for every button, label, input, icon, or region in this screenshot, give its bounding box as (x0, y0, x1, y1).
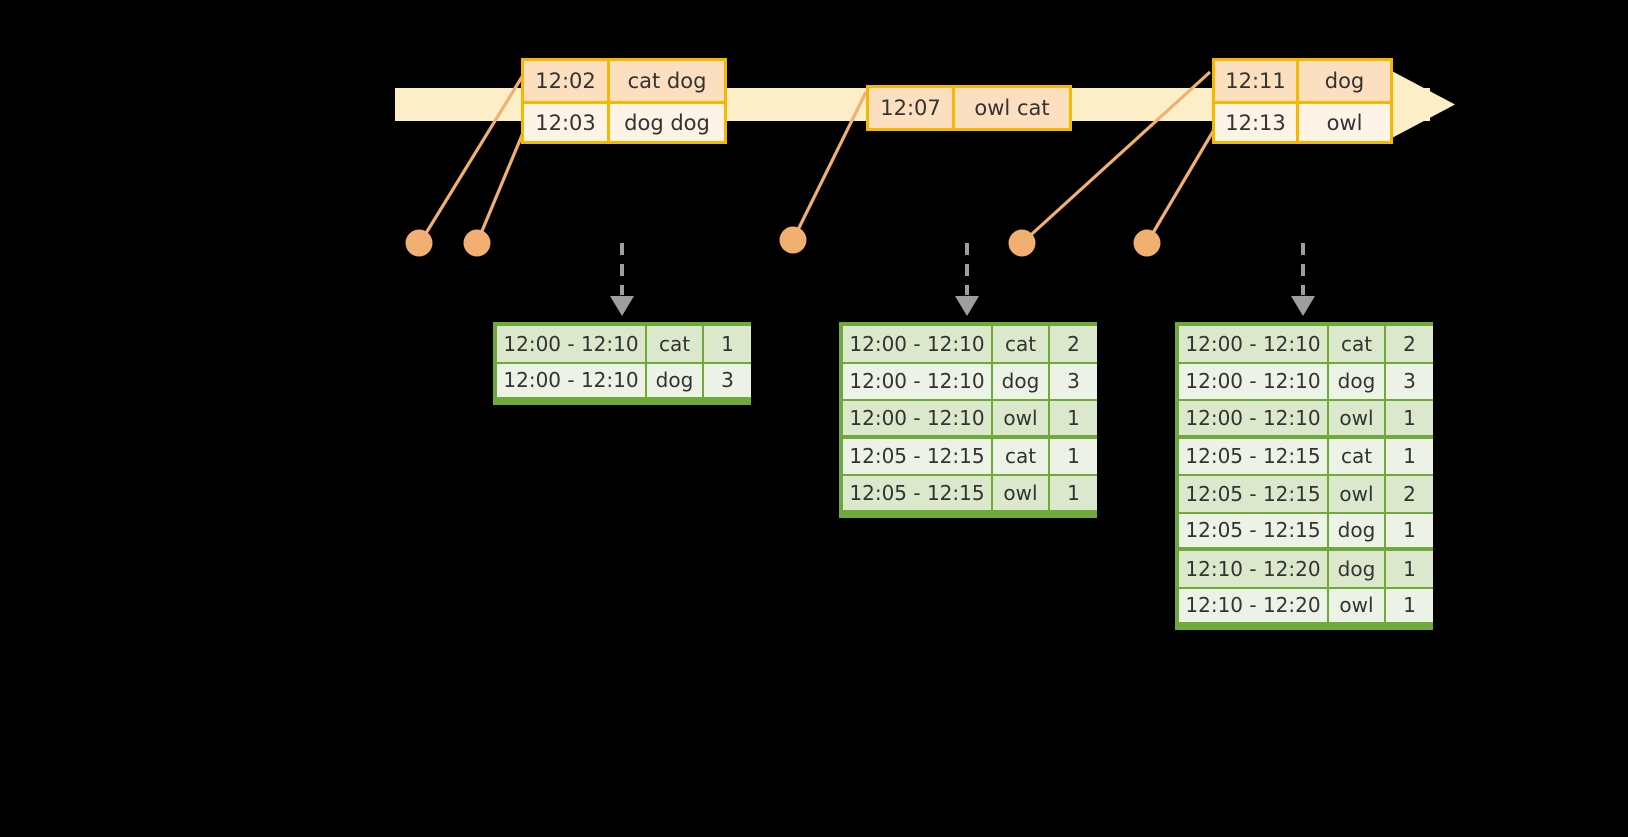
cell-window: 12:00 - 12:10 (497, 363, 647, 401)
event-words: owl (1326, 110, 1363, 135)
cell-word: owl (993, 476, 1050, 514)
cell-count: 3 (1050, 363, 1097, 401)
event-group-1: 12:02 cat dog 12:03 dog dog (521, 58, 727, 144)
event-words: cat dog (627, 69, 707, 93)
cell-window: 12:10 - 12:20 (1179, 551, 1329, 589)
cell-window: 12:05 - 12:15 (843, 438, 993, 476)
cell-count: 1 (1386, 588, 1433, 626)
cell-word: owl (1329, 401, 1386, 439)
cell-word: owl (1329, 476, 1386, 514)
cell-window: 12:05 - 12:15 (1179, 476, 1329, 514)
cell-window: 12:00 - 12:10 (1179, 363, 1329, 401)
cell-word: dog (1329, 513, 1386, 551)
event-dot-3 (779, 226, 807, 254)
cell-word: cat (993, 326, 1050, 364)
cell-word: dog (1329, 363, 1386, 401)
cell-window: 12:10 - 12:20 (1179, 588, 1329, 626)
cell-word: cat (1329, 326, 1386, 364)
cell-window: 12:00 - 12:10 (843, 401, 993, 439)
event-time: 12:02 (524, 61, 610, 101)
cell-window: 12:05 - 12:15 (1179, 513, 1329, 551)
cell-word: dog (647, 363, 704, 401)
cell-word: cat (647, 326, 704, 364)
event-dot-4 (1008, 229, 1036, 257)
event-dot-1 (405, 229, 433, 257)
event-words: dog (1324, 69, 1365, 93)
cell-count: 3 (1386, 363, 1433, 401)
cell-window: 12:00 - 12:10 (497, 326, 647, 364)
event-time: 12:13 (1215, 104, 1299, 141)
cell-count: 1 (1386, 513, 1433, 551)
cell-count: 1 (1050, 476, 1097, 514)
event-words: owl cat (974, 96, 1050, 120)
event-dot-2 (463, 229, 491, 257)
event-row: 12:03 dog dog (524, 101, 724, 141)
emit-arrowheads (610, 296, 1315, 316)
cell-window: 12:00 - 12:10 (843, 363, 993, 401)
cell-word: dog (1329, 551, 1386, 589)
cell-count: 1 (1050, 401, 1097, 439)
event-dot-5 (1133, 229, 1161, 257)
event-group-3: 12:11 dog 12:13 owl (1212, 58, 1393, 144)
cell-word: cat (1329, 438, 1386, 476)
dot-markers (405, 226, 1161, 257)
cell-count: 3 (704, 363, 751, 401)
cell-word: owl (1329, 588, 1386, 626)
cell-word: dog (993, 363, 1050, 401)
event-group-2: 12:07 owl cat (866, 85, 1072, 131)
cell-window: 12:05 - 12:15 (1179, 438, 1329, 476)
cell-count: 1 (1050, 438, 1097, 476)
event-row: 12:07 owl cat (869, 88, 1069, 128)
cell-count: 1 (1386, 438, 1433, 476)
event-time: 12:03 (524, 104, 610, 141)
event-time: 12:11 (1215, 61, 1299, 101)
cell-window: 12:00 - 12:10 (1179, 401, 1329, 439)
cell-window: 12:00 - 12:10 (1179, 326, 1329, 364)
cell-count: 2 (1386, 476, 1433, 514)
emit-arrows (620, 243, 1305, 295)
event-row: 12:11 dog (1215, 61, 1390, 101)
cell-count: 2 (1386, 326, 1433, 364)
cell-window: 12:00 - 12:10 (843, 326, 993, 364)
cell-word: owl (993, 401, 1050, 439)
event-row: 12:13 owl (1215, 101, 1390, 141)
cell-count: 1 (1386, 401, 1433, 439)
cell-window: 12:05 - 12:15 (843, 476, 993, 514)
event-time: 12:07 (869, 88, 955, 128)
event-row: 12:02 cat dog (524, 61, 724, 101)
cell-count: 1 (1386, 551, 1433, 589)
cell-count: 2 (1050, 326, 1097, 364)
cell-word: cat (993, 438, 1050, 476)
event-words: dog dog (624, 110, 710, 135)
cell-count: 1 (704, 326, 751, 364)
